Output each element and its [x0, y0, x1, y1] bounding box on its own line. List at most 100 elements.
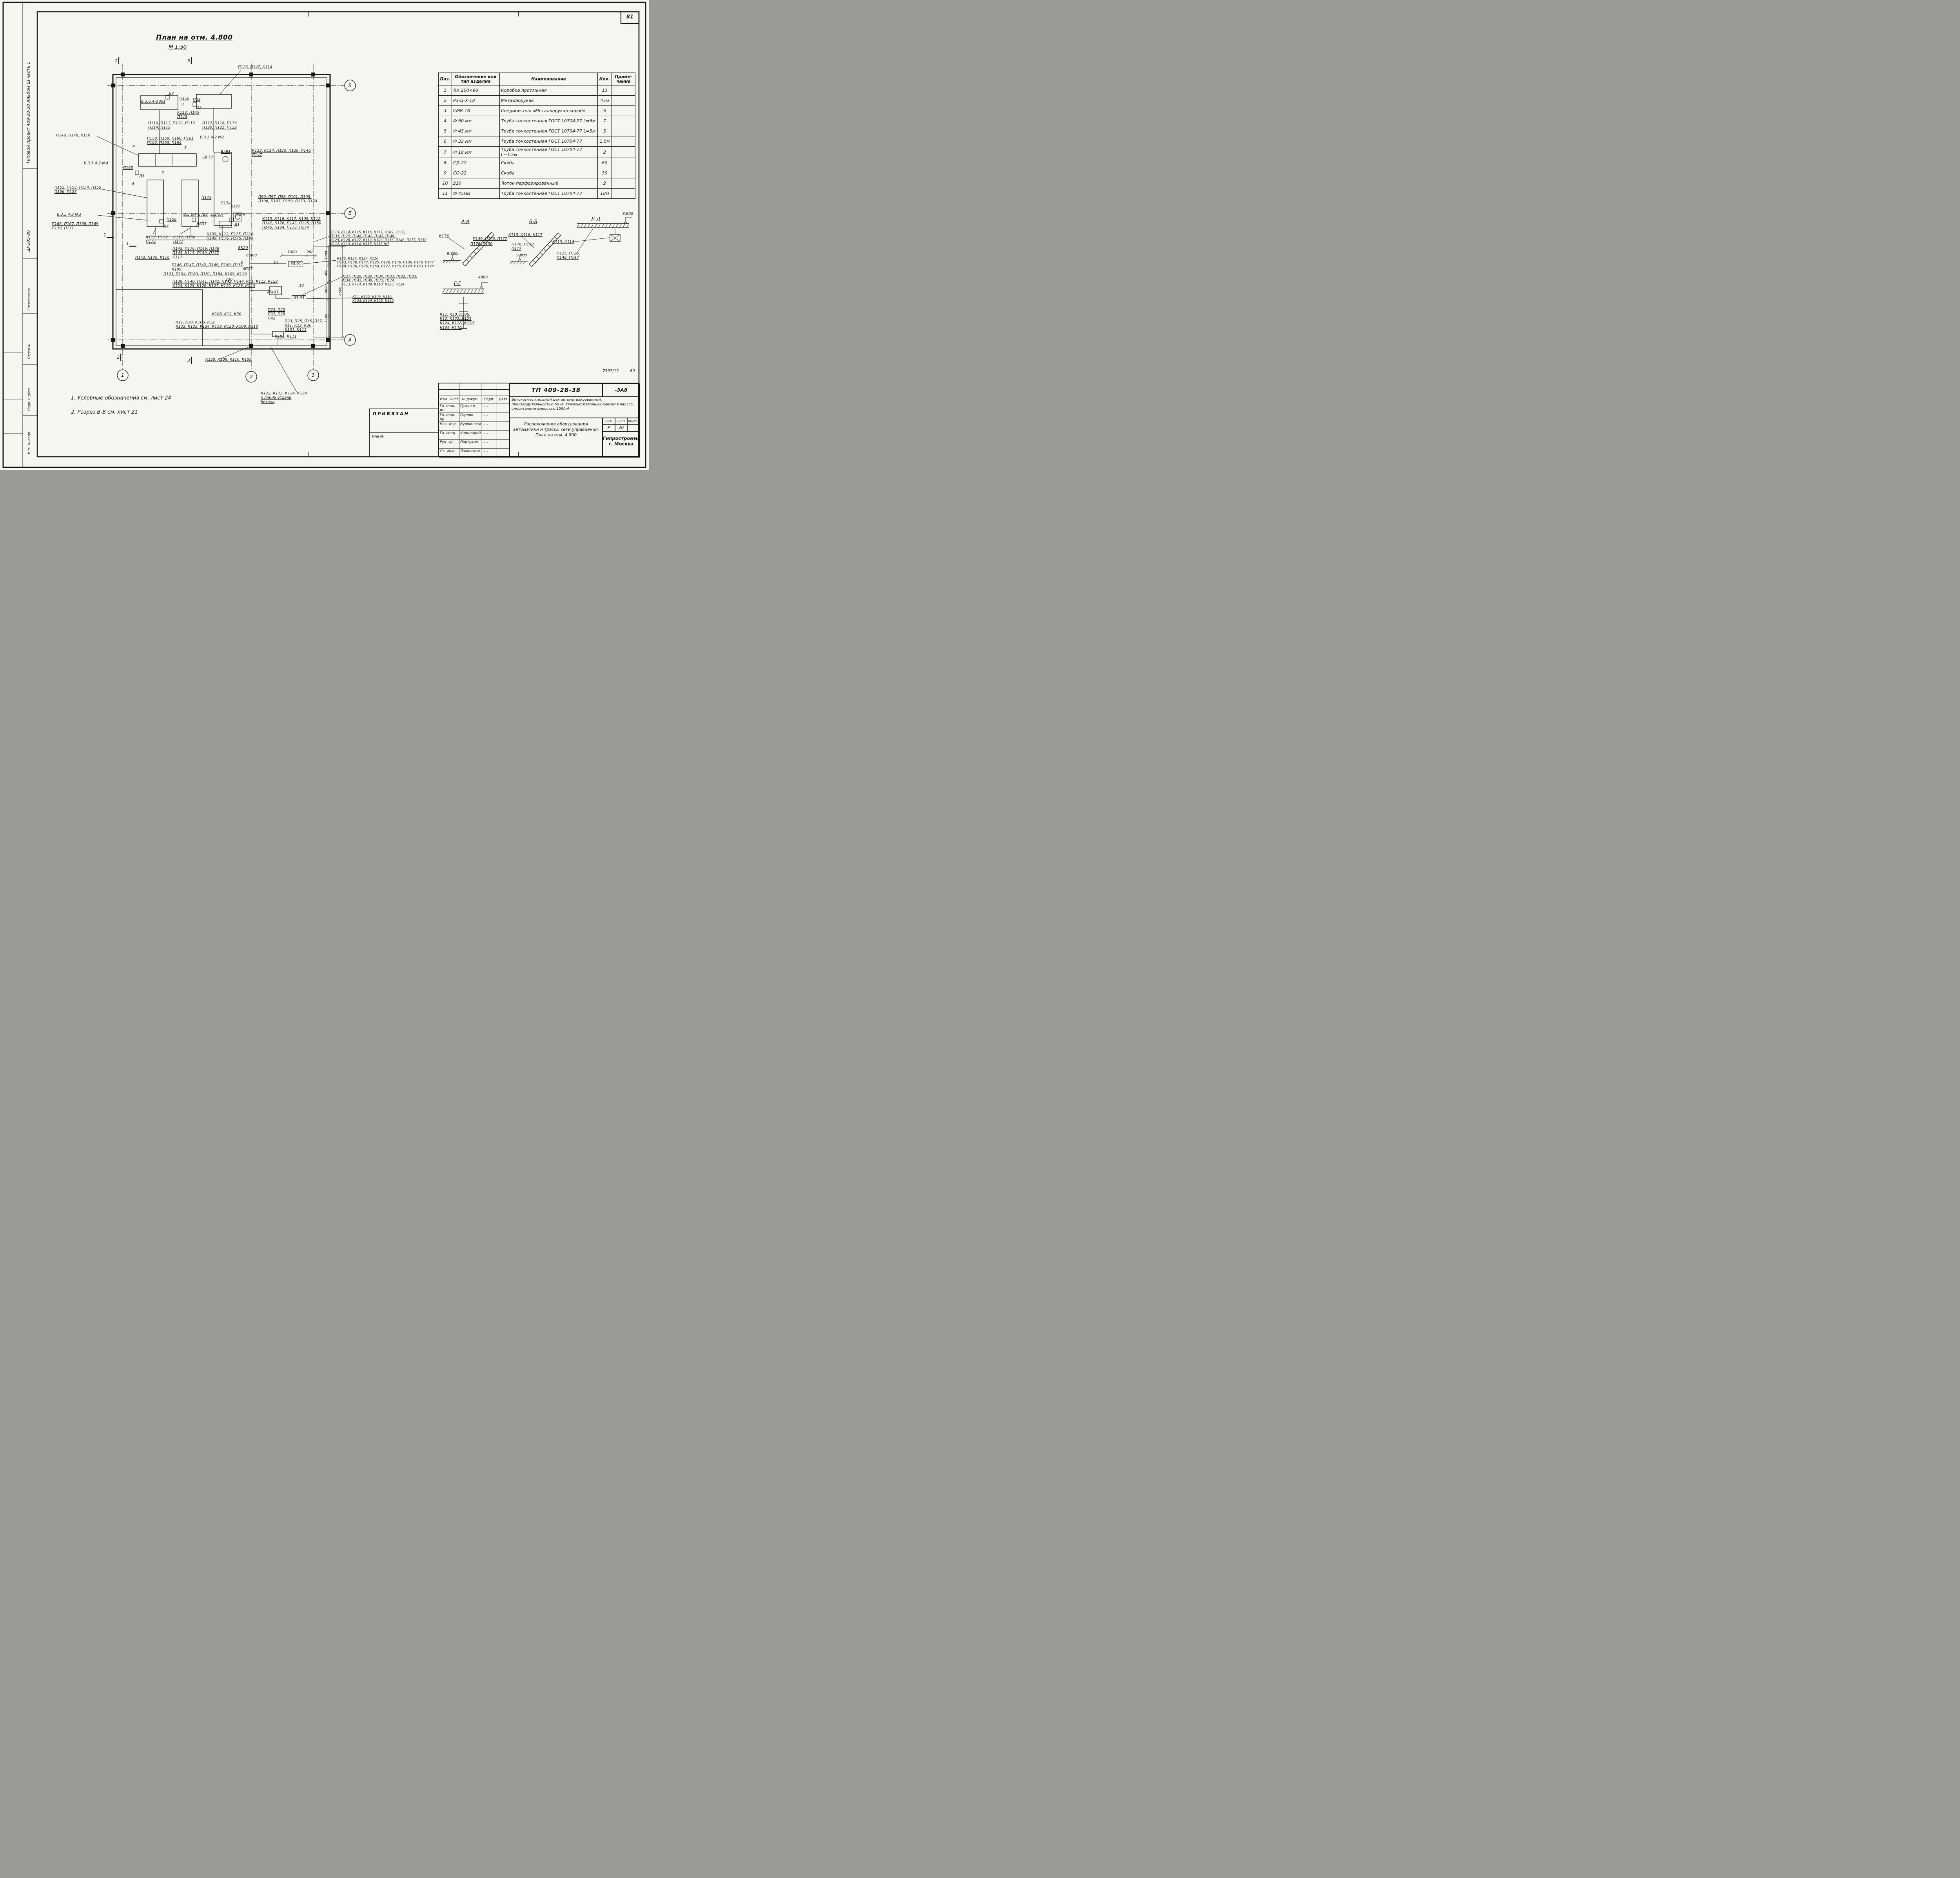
plan-label: П176, П150	[470, 242, 493, 246]
plan-label: Д5	[139, 174, 145, 178]
margin-stamp-podp-data: Подп. и дата	[27, 388, 31, 411]
plan-label: П142, П176, К116	[135, 256, 170, 260]
plan-label: Д6	[196, 222, 202, 226]
plan-label: К106, К12, К30	[212, 312, 241, 316]
plan-label: Б.3.5.4-2 №2	[200, 135, 225, 140]
signature-header-cell: № докум.	[459, 396, 481, 403]
plan-label: П23	[193, 98, 201, 102]
plan-label: ЯК20	[238, 246, 248, 250]
inv-label: Инв №	[372, 435, 384, 439]
plan-label: П143, П176, П146, П148 П145, К115, П150,…	[172, 247, 220, 260]
lit-value: Р	[603, 424, 615, 431]
plan-label: П149, П176, К116	[56, 133, 91, 138]
privyazan-stamp: ПРИВЯЗАН	[373, 411, 409, 416]
sheet-number-box	[620, 11, 640, 24]
margin-stamp-soglasovano: Согласовано	[27, 288, 31, 311]
plan-label: 3	[312, 372, 315, 378]
plan-label: К109	[235, 213, 245, 217]
spec-header-note: Приме- чание	[612, 73, 635, 85]
plan-outer-wall	[112, 74, 331, 350]
plan-label: 5	[184, 146, 187, 150]
plan-label: 4	[181, 103, 184, 107]
list-header: Лист	[615, 418, 627, 424]
organization: Гипростроммаш г. Москва	[603, 431, 640, 458]
document-suffix: -ЭА8	[603, 383, 640, 397]
plan-label: 400	[325, 269, 328, 276]
spec-header-pos: Поз.	[438, 73, 452, 85]
signature-header-cell: Изм.	[439, 396, 449, 403]
margin-code-text: Ш-105-80	[26, 230, 31, 252]
plan-label: П139, П140, П141, П142, П143, П144, К11,…	[172, 280, 278, 289]
signature-header-cell: Лист	[449, 396, 459, 403]
plan-label: П146, П147, П142, П149, П150, П151 К109	[172, 263, 243, 272]
plan-label: 80	[630, 369, 635, 373]
plan-label: 2	[250, 374, 253, 380]
plan-label: К113, К114, П125, П126, П146 П147	[252, 149, 311, 158]
signature-row: Ст. инж.Лаховская	[439, 449, 510, 458]
plan-label: 200	[307, 250, 314, 254]
project-description: Бетоносмесительный цех автоматизированны…	[510, 397, 640, 418]
plan-label: 4800	[478, 275, 488, 280]
plan-label: А	[348, 337, 352, 343]
signature-rows: Гл. инж. инГузенкоГл. инж. прГорливНач. …	[439, 403, 510, 458]
plan-label: 10	[299, 283, 304, 288]
plan-label: 2	[162, 171, 164, 175]
plan-label: П127, П128, П129, П130, П131, П132, П133…	[341, 275, 417, 287]
list-value: 20	[615, 424, 627, 431]
listov-header: Листов	[627, 418, 640, 424]
plan-label: П110, П111, П112, П113 П114, П115	[148, 121, 195, 130]
sheet-edge	[2, 2, 646, 468]
plan-label: К115, П152 П175	[146, 235, 168, 244]
plan-label: 10	[273, 261, 278, 265]
generated-hatching	[442, 217, 632, 294]
signature-header-cell: Подп.	[481, 396, 497, 403]
spec-header-row: Поз. Обозначение или тип изделия Наимено…	[438, 73, 635, 85]
margin-project-text: Типовой проект 409-28-38 Альбом Ш часть …	[26, 62, 31, 164]
spec-header-type: Обозначение или тип изделия	[452, 73, 500, 85]
note-2: 2. Разрез В-В см. лист 21	[71, 409, 138, 415]
plan-label: Б	[348, 211, 352, 216]
axis-circle-v	[344, 80, 356, 91]
plan-label: К113, П145 П146	[177, 111, 200, 120]
plan-label: Д4	[163, 224, 169, 229]
plan-label: К11, К30, К106, К12, К122, К123, К124, К…	[176, 320, 258, 329]
plan-label: А-А	[461, 219, 470, 224]
plan-drawing	[2, 2, 646, 468]
plan-label: В	[241, 260, 243, 265]
plan-label: П90, П97, П98, П101, П105, П106, П107, П…	[258, 195, 318, 204]
plan-label: П116	[180, 96, 190, 101]
spec-header-name: Наименование	[499, 73, 598, 85]
plan-label: 3	[187, 358, 190, 363]
plan-label: К11, К122, К109, К110, К123, К124, К128,…	[352, 295, 394, 303]
plan-label: 8.800	[246, 253, 257, 258]
plan-label: Д-Д	[591, 216, 601, 222]
drawing-frame	[36, 11, 640, 458]
axis-circle-2	[245, 371, 257, 383]
plan-label: В	[348, 83, 352, 88]
plan-label: Б.3.6.4-2 №5	[183, 213, 208, 217]
plan-label: К113, К114, К115, К116, К117, К109, К112…	[330, 231, 426, 247]
plan-label: 9.800	[447, 252, 458, 256]
plan-label: П23, П25 П37, П35 П42	[268, 308, 285, 321]
plan-label: А	[132, 182, 134, 186]
plan-label: К11, К30, К106, К12, К122, К123 К124, К1…	[440, 312, 474, 330]
plan-label: П23, П25, П35, П37, К11, К12, К30 К101, …	[285, 319, 323, 332]
plan-label: 2	[115, 58, 118, 64]
plan-label: П165	[123, 166, 133, 170]
drawing-title: План на отм. 4.800	[156, 34, 233, 42]
document-number: ТП 409-28-38	[510, 383, 603, 397]
plan-label: П125, П126, П146, П147	[557, 251, 580, 260]
plan-label: 8.800	[622, 212, 633, 216]
plan-label: 63.01	[289, 261, 303, 267]
